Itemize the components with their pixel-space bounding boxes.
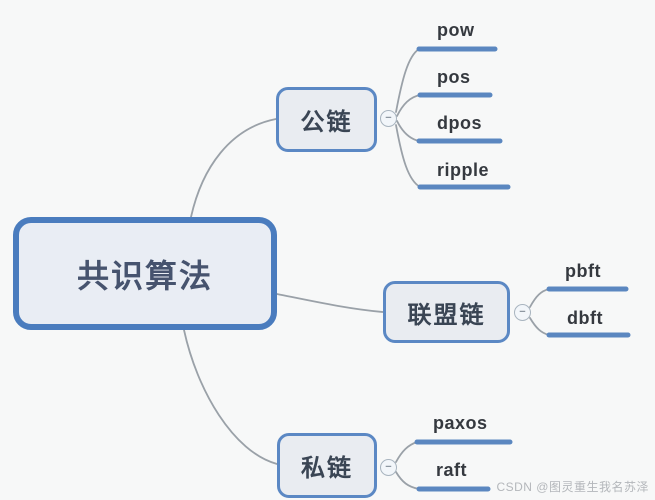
branch-node-label: 私链 [301,455,353,482]
connector-root-private-chain [183,329,278,465]
branch-node-public-chain[interactable]: 公链 [276,87,377,152]
leaf-node-pbft[interactable]: pbft [565,261,601,281]
leaf-node-dbft[interactable]: dbft [567,308,603,328]
connector-consortium-dbft [529,317,550,336]
leaf-node-dpos[interactable]: dpos [437,113,482,133]
root-node-consensus-algorithm[interactable]: 共识算法 [13,217,277,330]
minus-icon: − [385,112,392,124]
leaf-node-ripple[interactable]: ripple [437,160,490,180]
connector-root-public-chain [190,118,277,218]
minus-icon: − [385,461,392,473]
collapse-toggle-private-chain[interactable]: − [380,459,397,476]
branch-node-label: 公链 [300,109,353,136]
leaf-node-raft[interactable]: raft [436,460,468,480]
branch-node-consortium-chain[interactable]: 联盟链 [383,281,510,343]
leaf-node-paxos[interactable]: paxos [433,413,488,433]
connector-private-paxos [395,441,418,463]
connector-public-pos [396,94,421,117]
connector-consortium-pbft [529,288,550,308]
collapse-toggle-consortium-chain[interactable]: − [514,304,531,321]
connector-root-consortium-chain [276,293,384,313]
connector-public-dpos [396,120,420,142]
collapse-toggle-public-chain[interactable]: − [380,110,397,127]
root-node-label: 共识算法 [76,257,213,294]
csdn-watermark: CSDN @图灵重生我名苏泽 [496,480,649,494]
leaf-node-pow[interactable]: pow [437,20,475,40]
minus-icon: − [519,306,526,318]
connector-public-ripple [395,124,421,188]
branch-node-label: 联盟链 [407,301,486,329]
connector-public-pow [395,48,420,113]
connector-private-raft [395,471,420,490]
leaf-node-pos[interactable]: pos [437,67,471,87]
branch-node-private-chain[interactable]: 私链 [277,433,377,498]
